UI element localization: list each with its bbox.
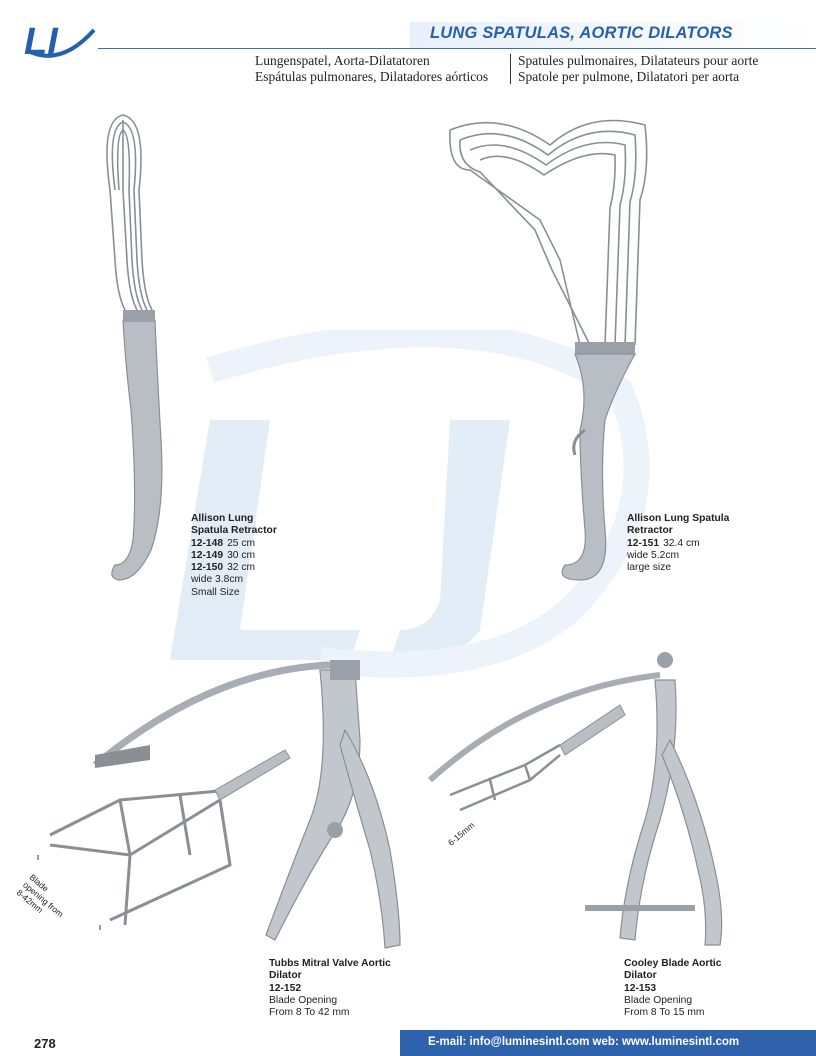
product-name: Spatula Retractor	[191, 525, 277, 537]
product-name: Retractor	[627, 525, 673, 537]
page-number: 278	[34, 1036, 56, 1051]
page-title: LUNG SPATULAS, AORTIC DILATORS	[430, 24, 733, 42]
product-note: large size	[627, 562, 672, 574]
allison-spatula-large-image	[449, 119, 648, 581]
product-code: 12-152	[269, 982, 302, 994]
allison-spatula-small-image	[106, 114, 163, 581]
product-name: Tubbs Mitral Valve Aortic	[269, 958, 391, 969]
product-code: 12-153	[624, 982, 657, 994]
product-name: Dilator	[269, 970, 302, 982]
footer-contact[interactable]: E-mail: info@luminesintl.com web: www.lu…	[428, 1036, 740, 1048]
product-cooley-dilator: Cooley Blade Aortic Dilator 12-153 Blade…	[624, 958, 721, 1019]
cooley-dilator-image	[427, 652, 723, 946]
company-logo: LI	[24, 21, 96, 63]
svg-text:LI: LI	[24, 21, 59, 63]
subtitle-german: Lungenspatel, Aorta-Dilatatoren	[255, 53, 430, 68]
footer-bar	[400, 1030, 816, 1056]
product-name: Allison Lung	[191, 513, 254, 524]
product-note: Blade Opening	[624, 994, 693, 1006]
title-bar	[410, 22, 816, 48]
product-name: Dilator	[624, 970, 657, 982]
subtitle-divider	[510, 54, 511, 84]
product-note: From 8 To 42 mm	[269, 1007, 350, 1019]
product-note: wide 5.2cm	[627, 549, 680, 561]
product-tubbs-dilator: Tubbs Mitral Valve Aortic Dilator 12-152…	[269, 958, 391, 1019]
product-note: wide 3.8cm	[191, 574, 244, 586]
subtitle-french: Spatules pulmonaires, Dilatateurs pour a…	[518, 53, 759, 68]
product-name: Cooley Blade Aortic	[624, 958, 722, 969]
product-note: Blade Opening	[269, 994, 338, 1006]
product-name: Allison Lung Spatula	[627, 513, 730, 524]
product-note: From 8 To 15 mm	[624, 1007, 705, 1019]
tubbs-dilator-image	[37, 660, 401, 949]
title-rule	[98, 48, 816, 49]
subtitle-spanish: Espátulas pulmonares, Dilatadores aórtic…	[255, 69, 489, 84]
subtitle-italian: Spatole per pulmone, Dilatatori per aort…	[518, 69, 740, 84]
watermark-logo	[170, 330, 650, 678]
product-note: Small Size	[191, 586, 240, 598]
